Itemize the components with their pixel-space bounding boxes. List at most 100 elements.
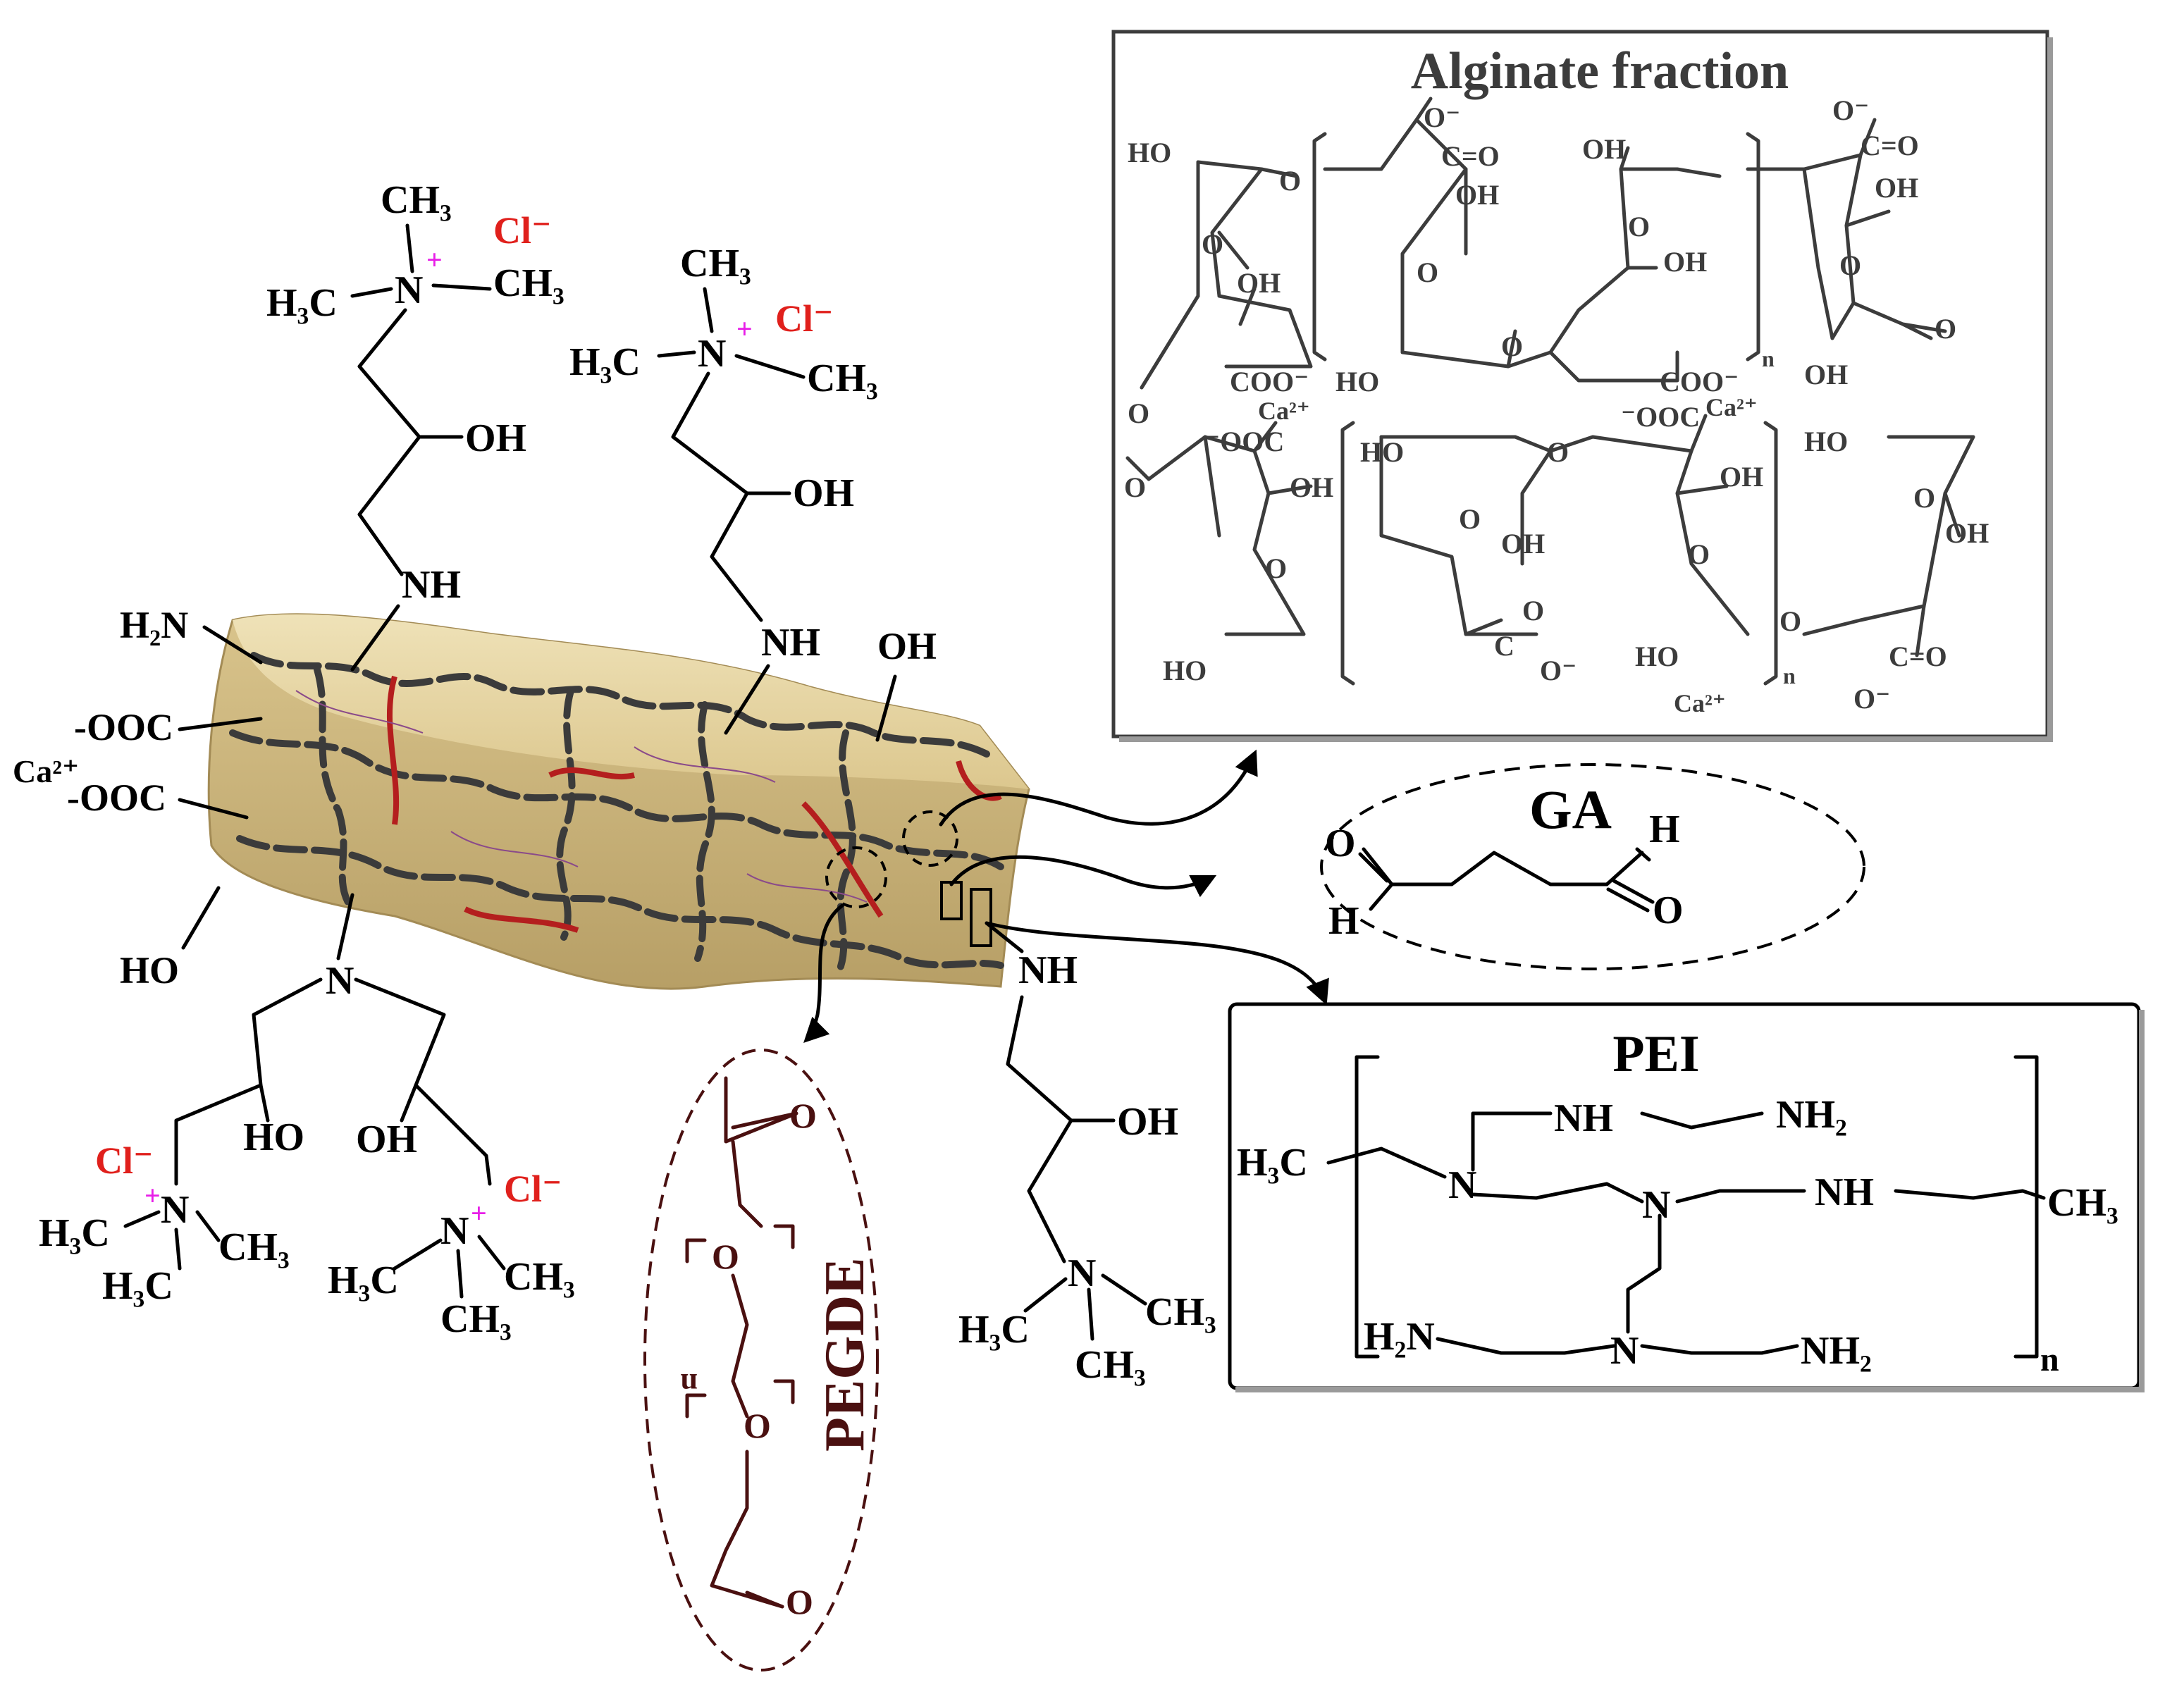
pei-nh-top: NH	[1554, 1096, 1613, 1140]
rc-ch3-right: CH₃	[1145, 1290, 1216, 1334]
q2-h3c: H₃C	[569, 340, 641, 384]
alg-oh1: OH	[1237, 267, 1281, 299]
q2-chloride: Cl⁻	[775, 297, 834, 340]
bt-left-cl: Cl⁻	[95, 1139, 154, 1182]
alg-o-link5: O	[1779, 605, 1801, 637]
alg-o-minus3: O⁻	[1853, 683, 1890, 715]
ga-callout-circle	[902, 810, 958, 867]
pei-nh2-bottom: NH₂	[1801, 1329, 1872, 1373]
q1-nitrogen: N	[395, 268, 423, 312]
alg-ca3: Ca²⁺	[1674, 689, 1726, 717]
bt-left-h3c: H₃C	[39, 1211, 110, 1255]
ga-o-right: O	[1653, 889, 1684, 932]
pegde-bonds	[685, 1076, 798, 1609]
alg-ooc1: ⁻OOC	[1205, 426, 1284, 457]
ga-title: GA	[1529, 779, 1612, 840]
bt-right-n: N	[440, 1209, 469, 1253]
alg-coo2: COO⁻	[1660, 366, 1739, 397]
chain-5	[556, 687, 576, 941]
pei-callout-box-2	[970, 888, 992, 947]
pei-panel: PEI H₃C N NH NH₂ N NH CH₃ H₂N N NH₂ n	[1228, 1002, 2145, 1392]
q2-oh: OH	[793, 471, 854, 515]
alg-o1b: O	[1522, 595, 1544, 626]
alginate-bottom-bonds	[1125, 414, 1975, 686]
pegde-o-top: O	[789, 1096, 817, 1135]
alg-o2b: O⁻	[1540, 655, 1577, 686]
cooc-top-label: -OOC	[74, 706, 173, 748]
alg-ooc2: ⁻OOC	[1621, 401, 1700, 433]
alg-c-eq-o2: C=O	[1861, 130, 1919, 161]
alg-oh9: OH	[1720, 461, 1763, 493]
q1-plus: +	[426, 244, 443, 276]
alg-o-ring4: O	[1839, 249, 1861, 281]
alg-ho4: HO	[1360, 436, 1404, 468]
alg-oh5: OH	[1875, 172, 1918, 204]
q1-ch3-right: CH₃	[493, 261, 564, 305]
quat-group-top-mid: CH₃ Cl⁻ N + H₃C CH₃ OH NH	[569, 242, 878, 735]
alg-oh3: OH	[1582, 133, 1626, 165]
pei-n-mid: N	[1642, 1183, 1670, 1227]
rc-nh: NH	[1018, 948, 1078, 992]
pegde-o-bottom: O	[786, 1582, 813, 1621]
arrow-to-pegde	[803, 903, 844, 1043]
alginate-box-shadow-bottom	[1119, 736, 2053, 742]
q2-ch3-right: CH₃	[807, 357, 878, 400]
alg-ho2: HO	[1335, 366, 1379, 397]
pei-bracket-left	[1355, 1055, 1380, 1359]
bt-right-ch3-bottom: CH₃	[440, 1297, 512, 1341]
pei-h2n-bottom: H₂N	[1364, 1315, 1435, 1359]
alg-o1: O	[1279, 165, 1301, 197]
pei-n-sub: n	[2040, 1341, 2059, 1378]
alg-oh4: OH	[1663, 246, 1707, 278]
red-crosslink-5	[956, 760, 1002, 801]
alg-ho5: HO	[1635, 641, 1679, 672]
bt-left-n: N	[161, 1188, 189, 1232]
bead-surface-groups: H₂N -OOC Ca²⁺ -OOC HO OH	[13, 604, 937, 991]
rc-oh: OH	[1117, 1100, 1178, 1144]
alg-ho6: HO	[1804, 426, 1848, 457]
alginate-top-bonds	[1140, 97, 1947, 390]
alg-o-minus2: O⁻	[1832, 94, 1869, 126]
alg-n2: n	[1783, 663, 1796, 688]
pegde-o-mid1: O	[712, 1237, 739, 1276]
alg-c1: C	[1494, 630, 1514, 662]
chain-6	[694, 701, 715, 962]
bead-network	[229, 652, 1004, 976]
ga-o-left: O	[1325, 822, 1356, 865]
q2-ch3-top: CH₃	[680, 242, 751, 285]
alg-o-ring6: O	[1459, 503, 1481, 535]
alg-oh6: OH	[1804, 359, 1848, 390]
alg-n1: n	[1762, 346, 1775, 371]
chain-1	[250, 652, 990, 758]
pei-nh-right: NH	[1815, 1170, 1874, 1214]
ca-ion-label: Ca²⁺	[13, 753, 79, 789]
bt-right-cl: Cl⁻	[504, 1168, 562, 1210]
alg-oh10: OH	[1945, 517, 1989, 549]
bt-right-h3c: H₃C	[328, 1259, 399, 1302]
q2-nitrogen: N	[698, 332, 726, 376]
alginate-box-shadow-right	[2047, 37, 2053, 742]
alg-o-ring1: O	[1202, 228, 1223, 260]
alg-o-link1: O	[1128, 397, 1149, 429]
alg-o-ring3: O	[1628, 211, 1650, 242]
oh-right-label: OH	[877, 625, 937, 667]
q1-ch3-top: CH₃	[381, 178, 452, 222]
q1-h3c: H₃C	[266, 281, 338, 325]
fine-fibres	[295, 690, 868, 903]
alg-o-link2: O	[1501, 330, 1523, 362]
q1-chloride: Cl⁻	[493, 209, 552, 252]
pei-n-bottom: N	[1610, 1329, 1639, 1373]
alg-oh2: OH	[1455, 179, 1499, 211]
chain-3	[236, 835, 1004, 969]
ga-panel: GA O H H O	[1320, 763, 1865, 970]
pei-box-shadow-bottom	[1235, 1387, 2145, 1392]
pei-title: PEI	[1612, 1025, 1699, 1083]
red-crosslink-2	[548, 767, 635, 780]
q1-oh: OH	[465, 416, 526, 460]
pei-bracket-right	[2013, 1055, 2039, 1359]
right-amine-chain: NH OH N H₃C CH₃ CH₃	[958, 921, 1216, 1387]
cooc-bottom-label: -OOC	[67, 777, 166, 819]
arrow-to-ga	[949, 855, 1217, 898]
red-crosslink-1	[386, 675, 400, 825]
ga-h-right: H	[1649, 808, 1680, 851]
